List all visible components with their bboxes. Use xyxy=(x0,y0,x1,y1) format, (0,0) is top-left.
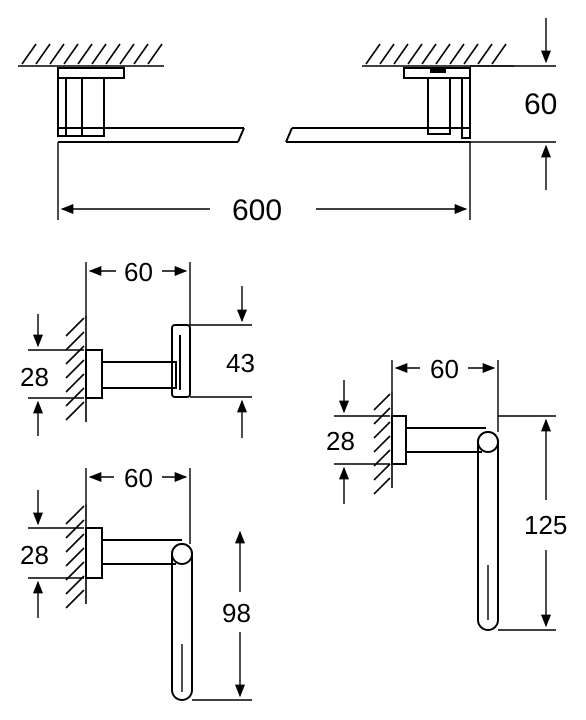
dim-label-28-large-ring: 28 xyxy=(326,426,355,456)
wall-hatch-left xyxy=(18,43,164,67)
wall-hatch-large-ring xyxy=(373,392,393,495)
dim-label-98: 98 xyxy=(222,598,251,628)
wall-hatch-right xyxy=(362,43,514,67)
dim-label-28-hook: 28 xyxy=(20,362,49,392)
dim-small-ring-rosette: 28 xyxy=(20,490,84,618)
dim-label-60-small-ring: 60 xyxy=(124,463,153,493)
towel-bar-right-bracket xyxy=(403,67,471,139)
small-ring-joint xyxy=(171,543,193,565)
hook-rosette xyxy=(85,349,103,399)
hook-arm xyxy=(101,361,177,389)
large-ring-rosette xyxy=(391,415,407,465)
towel-bar-left-rail xyxy=(58,127,245,143)
wall-hatch-hook xyxy=(65,316,87,422)
dim-small-ring-height: 98 xyxy=(192,530,252,701)
dim-large-ring-height: 125 xyxy=(498,415,567,631)
dim-label-60-bar: 60 xyxy=(524,88,557,121)
small-ring-rosette xyxy=(85,527,103,579)
dim-small-ring-projection: 60 xyxy=(85,463,191,544)
dim-large-ring-projection: 60 xyxy=(391,354,499,432)
dim-large-ring-rosette: 28 xyxy=(326,380,390,504)
dim-towel-bar-projection: 60 xyxy=(470,18,557,190)
towel-bar-view: 60 600 xyxy=(18,18,557,227)
towel-bar-right-rail xyxy=(285,127,470,143)
dim-hook-height: 43 xyxy=(190,286,255,438)
dim-label-60-large-ring: 60 xyxy=(430,354,459,384)
dim-label-600: 600 xyxy=(232,194,282,227)
large-ring-view: 60 125 28 xyxy=(326,354,567,631)
dim-label-43: 43 xyxy=(226,348,255,378)
dim-label-60-hook: 60 xyxy=(124,257,153,287)
towel-bar-left-bracket xyxy=(57,67,125,137)
dim-towel-bar-length: 600 xyxy=(57,142,471,227)
dim-hook-rosette: 28 xyxy=(20,314,84,436)
dim-label-28-small-ring: 28 xyxy=(20,540,49,570)
hook-head xyxy=(171,324,191,398)
dim-label-125: 125 xyxy=(524,510,567,540)
wall-hatch-small-ring xyxy=(65,504,87,609)
small-ring-view: 60 98 28 xyxy=(20,463,252,701)
large-ring-joint xyxy=(477,431,499,453)
hook-view: 60 43 28 xyxy=(20,257,255,438)
dim-hook-projection: 60 xyxy=(85,257,191,325)
